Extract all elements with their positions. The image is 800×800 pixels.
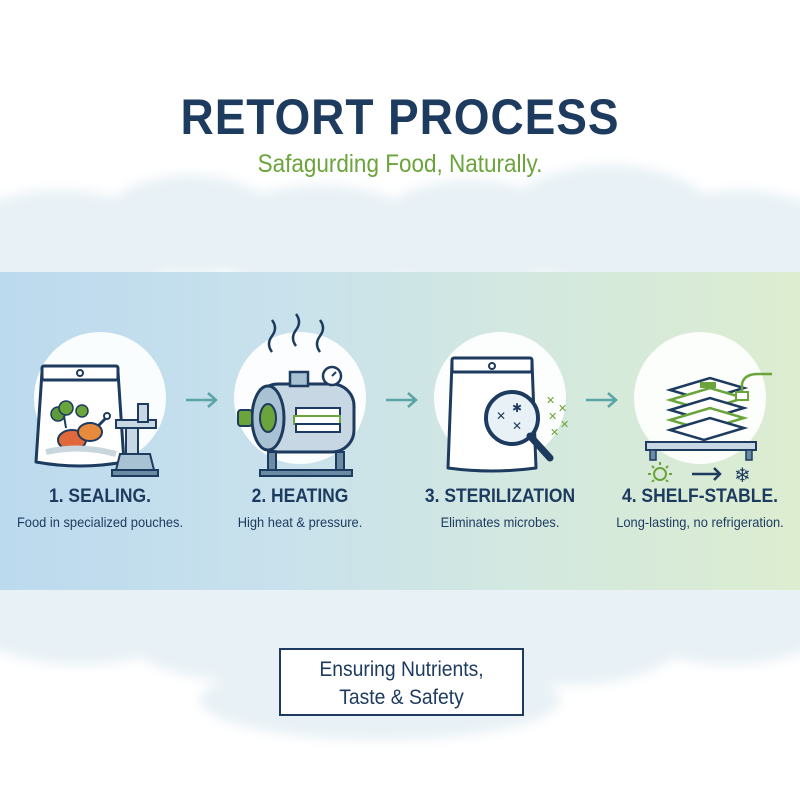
stacked-pouches-icon: ❄	[645, 372, 772, 482]
step-title: 2. HEATING	[251, 486, 349, 507]
step-title: 3. STERILIZATION	[424, 486, 576, 507]
svg-text:✕: ✕	[560, 418, 569, 431]
magnifier-pouch-icon: ✕ ✱ ✕ ✕ ✕ ✕ ✕ ✕	[446, 356, 569, 473]
svg-text:✕: ✕	[550, 426, 559, 439]
svg-text:✱: ✱	[512, 401, 522, 415]
svg-text:✕: ✕	[496, 409, 506, 423]
step-title: 4. SHELF-STABLE.	[621, 486, 779, 507]
arrow-right-icon	[386, 392, 418, 408]
svg-text:✕: ✕	[548, 410, 557, 423]
arrow-right-icon	[186, 392, 218, 408]
step-shelf-stable: ❄ 4. SHELF-STABLE. Long-lasting, no refr…	[600, 272, 800, 590]
svg-text:✕: ✕	[512, 419, 522, 433]
step-description: Eliminates microbes.	[440, 514, 560, 530]
process-band: 1. SEALING. Food in specialized pouches.	[0, 272, 800, 590]
svg-text:✕: ✕	[558, 402, 567, 415]
page-title: RETORT PROCESS	[180, 89, 620, 145]
sealed-pouch-icon	[34, 364, 159, 477]
svg-text:❄: ❄	[734, 463, 751, 482]
step-description: High heat & pressure.	[237, 514, 363, 530]
arrow-right-icon	[586, 392, 618, 408]
footer-line-1: Ensuring Nutrients,	[319, 658, 484, 681]
step-description: Food in specialized pouches.	[16, 514, 184, 530]
step-description: Long-lasting, no refrigeration.	[616, 514, 784, 530]
svg-text:✕: ✕	[546, 394, 555, 407]
footer-line-2: Taste & Safety	[339, 686, 464, 709]
footer-callout: Ensuring Nutrients, Taste & Safety	[279, 648, 524, 716]
step-title: 1. SEALING.	[48, 486, 151, 507]
step-sterilization: ✕ ✱ ✕ ✕ ✕ ✕ ✕ ✕ 3. STERILIZATION Elimina…	[400, 272, 600, 590]
page-subtitle: Safagurding Food, Naturally.	[257, 150, 543, 178]
step-sealing: 1. SEALING. Food in specialized pouches.	[0, 272, 200, 590]
retort-machine-icon	[237, 313, 356, 477]
step-heating: 2. HEATING High heat & pressure.	[200, 272, 400, 590]
